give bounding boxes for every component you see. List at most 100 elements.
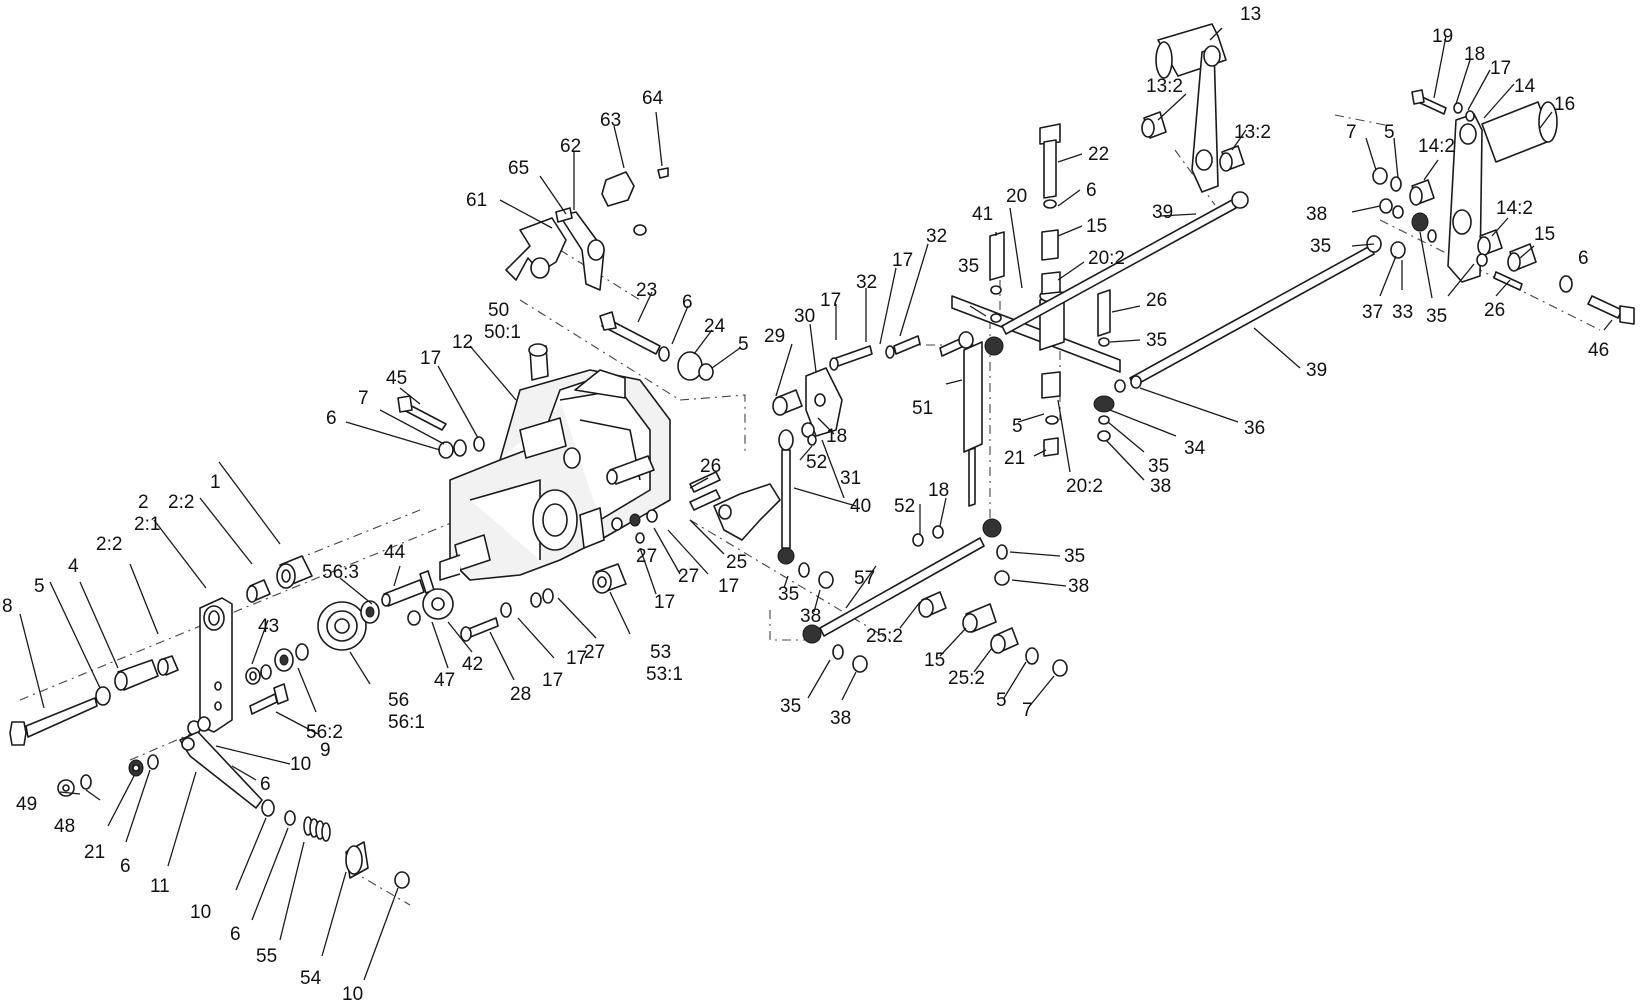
callout-25-2b: 25:2 bbox=[948, 668, 985, 689]
callout-15-r: 15 bbox=[1534, 224, 1555, 245]
callout-17d: 17 bbox=[718, 576, 739, 597]
callout-17-r: 17 bbox=[1490, 58, 1511, 79]
callout-52a: 52 bbox=[806, 452, 827, 473]
callout-13-2a: 13:2 bbox=[1146, 76, 1183, 97]
transmission-housing bbox=[439, 343, 671, 581]
callout-17c: 17 bbox=[654, 592, 675, 613]
callout-54: 54 bbox=[300, 968, 322, 989]
callout-38-rod40: 38 bbox=[800, 606, 821, 627]
callout-26-top: 26 bbox=[1146, 290, 1167, 311]
callout-35-r57: 35 bbox=[1064, 546, 1085, 567]
callout-51: 51 bbox=[912, 398, 933, 419]
callout-44: 44 bbox=[384, 542, 406, 563]
callout-35-low: 35 bbox=[780, 696, 801, 717]
callout-14: 14 bbox=[1514, 76, 1536, 97]
callout-5-mid: 5 bbox=[738, 334, 749, 355]
callout-18b: 18 bbox=[928, 480, 949, 501]
callout-6-mid: 6 bbox=[682, 292, 693, 313]
callout-35-r: 35 bbox=[1146, 330, 1167, 351]
callout-10c: 10 bbox=[342, 984, 363, 1005]
callout-26-r: 26 bbox=[1484, 300, 1505, 321]
callout-25: 25 bbox=[726, 552, 747, 573]
callout-29: 29 bbox=[764, 326, 785, 347]
callout-57: 57 bbox=[854, 568, 875, 589]
callout-5-r: 5 bbox=[1384, 122, 1395, 143]
callout-56-1: 56:1 bbox=[388, 712, 425, 733]
callout-38-low: 38 bbox=[830, 708, 851, 729]
callout-18-mid: 18 bbox=[826, 426, 847, 447]
callout-16: 16 bbox=[1554, 94, 1575, 115]
assembly-lines bbox=[19, 114, 1601, 906]
callout-27a: 27 bbox=[584, 642, 605, 663]
rod-40 bbox=[777, 429, 834, 589]
callout-18-r: 18 bbox=[1464, 44, 1485, 65]
callout-41: 41 bbox=[972, 204, 993, 225]
sprocket-group bbox=[274, 563, 627, 672]
callout-35-rb: 35 bbox=[1426, 306, 1447, 327]
left-bracket-assembly bbox=[9, 555, 410, 889]
callout-11: 11 bbox=[150, 876, 170, 897]
callout-61: 61 bbox=[466, 190, 487, 211]
callout-50: 50 bbox=[488, 300, 509, 321]
rod-39-lower bbox=[1114, 245, 1375, 393]
spring bbox=[303, 816, 331, 842]
callout-2-2-lower: 2:2 bbox=[96, 534, 122, 555]
callout-50-1: 50:1 bbox=[484, 322, 521, 343]
callout-62: 62 bbox=[560, 136, 581, 157]
callout-15-top: 15 bbox=[1086, 216, 1107, 237]
callout-10b: 10 bbox=[190, 902, 211, 923]
callout-26a: 26 bbox=[700, 456, 721, 477]
callout-27c: 27 bbox=[678, 566, 699, 587]
callout-40: 40 bbox=[850, 496, 871, 517]
lever-14 bbox=[1366, 89, 1635, 325]
callout-6-left: 6 bbox=[326, 408, 337, 429]
callout-17b: 17 bbox=[566, 648, 587, 669]
callout-32a: 32 bbox=[856, 272, 877, 293]
callout-32b: 32 bbox=[926, 226, 947, 247]
callout-28: 28 bbox=[510, 684, 531, 705]
callout-10: 10 bbox=[290, 754, 311, 775]
callout-5-c: 5 bbox=[1012, 416, 1023, 437]
callout-2-1: 2:1 bbox=[134, 514, 160, 535]
callout-64: 64 bbox=[642, 88, 664, 109]
callout-27b: 27 bbox=[636, 546, 657, 567]
callout-20: 20 bbox=[1006, 186, 1027, 207]
callout-30: 30 bbox=[794, 306, 815, 327]
callout-35-top: 35 bbox=[958, 256, 979, 277]
center-brackets bbox=[599, 311, 921, 541]
callout-25-2a: 25:2 bbox=[866, 626, 903, 647]
callout-56-3: 56:3 bbox=[322, 562, 359, 583]
callout-20-2b: 20:2 bbox=[1066, 476, 1103, 497]
callout-36: 36 bbox=[1244, 418, 1265, 439]
callout-23: 23 bbox=[636, 280, 657, 301]
callout-39-lower: 39 bbox=[1306, 360, 1327, 381]
callout-21-c: 21 bbox=[1004, 448, 1025, 469]
callout-6b: 6 bbox=[120, 856, 131, 877]
callout-17a: 17 bbox=[542, 670, 563, 691]
callout-56: 56 bbox=[388, 690, 409, 711]
callout-22: 22 bbox=[1088, 144, 1109, 165]
callout-43: 43 bbox=[258, 616, 279, 637]
callout-65: 65 bbox=[508, 158, 529, 179]
callout-14-2a: 14:2 bbox=[1418, 136, 1455, 157]
housing-bolts bbox=[397, 395, 485, 459]
callout-52b: 52 bbox=[894, 496, 915, 517]
callout-24: 24 bbox=[704, 316, 726, 337]
rod-57 bbox=[802, 518, 1068, 677]
leader-lines bbox=[19, 27, 1613, 981]
callout-13: 13 bbox=[1240, 4, 1261, 25]
callout-42: 42 bbox=[462, 654, 483, 675]
callout-38-c: 38 bbox=[1150, 476, 1171, 497]
callout-6-top: 6 bbox=[1086, 180, 1097, 201]
callout-2: 2 bbox=[138, 492, 149, 513]
callout-35-rod40: 35 bbox=[778, 584, 799, 605]
callout-47: 47 bbox=[434, 670, 455, 691]
callout-35-rr: 35 bbox=[1310, 236, 1331, 257]
callout-53: 53 bbox=[650, 642, 671, 663]
callout-6: 6 bbox=[260, 774, 271, 795]
lever-13 bbox=[1141, 23, 1245, 193]
callout-7-left: 7 bbox=[358, 388, 369, 409]
callout-34: 34 bbox=[1184, 438, 1206, 459]
callout-46: 46 bbox=[1588, 340, 1609, 361]
